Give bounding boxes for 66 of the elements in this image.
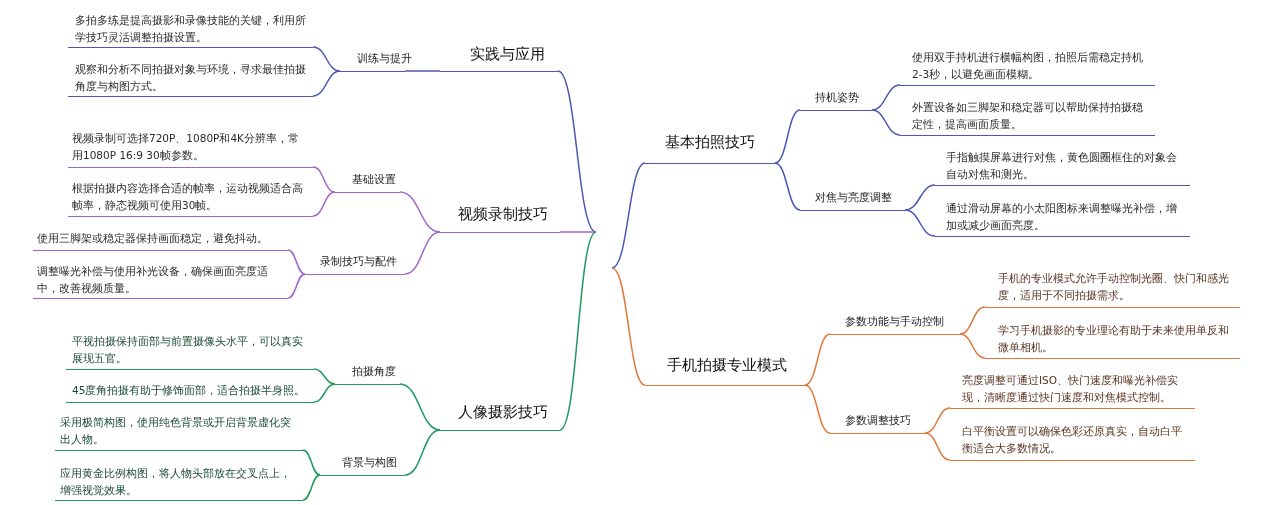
detail-text: 亮度调整可通过ISO、快门速度和曝光补偿实现，清晰度通过快门速度和对焦模式控制。 <box>962 373 1180 405</box>
main-topic-text: 人像摄影技巧 <box>458 402 548 422</box>
branch-line <box>959 306 986 335</box>
branch-line <box>804 333 831 386</box>
branch-line <box>559 231 597 233</box>
detail-text: 使用双手持机进行横幅构图，拍照后需稳定持机2-3秒，以避免画面模糊。 <box>912 50 1144 82</box>
branch-line <box>774 162 801 211</box>
branch-line <box>404 70 441 72</box>
detail-text: 手指触摸屏幕进行对焦，黄色圆圈框住的对象会自动对焦和测光。 <box>946 150 1178 182</box>
branch-line <box>312 191 336 217</box>
subtopic-text: 背景与构图 <box>342 456 397 470</box>
branch-line <box>399 383 441 431</box>
branch-line <box>871 84 901 111</box>
detail-text: 通过滑动屏幕的小太阳图标来调整曝光补偿，增加或减少画面亮度。 <box>946 201 1178 233</box>
branch-line <box>312 46 341 72</box>
detail-text: 根据拍摄内容选择合适的帧率，运动视频适合高帧率，静态视频可使用30帧。 <box>72 181 304 213</box>
detail-text: 平视拍摄保持面部与前置摄像头水平，可以真实展现五官。 <box>72 334 304 366</box>
subtopic-text: 基础设置 <box>352 173 396 187</box>
branch-line <box>313 383 336 403</box>
detail-text: 45度角拍摄有助于修饰面部，适合拍摄半身照。 <box>72 383 307 398</box>
branch-line <box>924 407 951 434</box>
branch-line <box>287 249 306 275</box>
subtopic-node <box>830 312 960 335</box>
branch-line <box>959 333 986 359</box>
branch-line <box>312 70 341 97</box>
branch-line <box>404 429 441 476</box>
subtopic-text: 录制技巧与配件 <box>320 255 397 269</box>
branch-line <box>774 109 801 164</box>
subtopic-text: 对焦与亮度调整 <box>815 191 892 205</box>
main-topic-text: 实践与应用 <box>470 44 545 64</box>
branch-line <box>302 449 321 476</box>
branch-line <box>611 267 646 386</box>
detail-text: 使用三脚架或稳定器保持画面稳定，避免抖动。 <box>37 231 269 246</box>
subtopic-text: 参数功能与手动控制 <box>845 315 944 329</box>
main-topic-text: 手机拍摄专业模式 <box>667 355 787 375</box>
detail-text: 采用极简构图，使用纯色背景或开启背景虚化突出人物。 <box>60 415 292 447</box>
branch-line <box>904 184 936 211</box>
detail-text: 多拍多练是提高摄影和录像技能的关键，利用所学技巧灵活调整拍摄设置。 <box>75 13 307 45</box>
branch-line <box>313 368 336 385</box>
subtopic-text: 持机姿势 <box>815 91 859 105</box>
branch-line <box>557 70 597 233</box>
branch-line <box>399 191 441 233</box>
branch-line <box>804 384 831 434</box>
subtopic-text: 参数调整技巧 <box>845 414 911 428</box>
subtopic-node <box>320 453 405 476</box>
branch-line <box>559 231 597 431</box>
detail-text: 白平衡设置可以确保色彩还原真实，自动白平衡适合大多数情况。 <box>962 424 1183 456</box>
detail-text: 应用黄金比例构图，将人物头部放在交叉点上，增强视觉效果。 <box>60 466 292 498</box>
branch-line <box>404 231 441 275</box>
subtopic-text: 训练与提升 <box>357 52 412 66</box>
branch-line <box>871 109 901 136</box>
branch-line <box>302 474 321 501</box>
detail-text: 调整曝光补偿与使用补光设备，确保画面亮度适中，改善视频质量。 <box>37 264 269 296</box>
main-topic-text: 视频录制技巧 <box>458 204 548 224</box>
branch-line <box>904 209 936 237</box>
branch-line <box>924 432 951 461</box>
detail-text: 视频录制可选择720P、1080P和4K分辨率，常用1080P 16:9 30帧参数。 <box>72 131 300 163</box>
detail-text: 外置设备如三脚架和稳定器可以帮助保持拍摄稳定性，提高画面质量。 <box>912 100 1144 132</box>
branch-line <box>287 273 306 299</box>
detail-text: 手机的专业模式允许手动控制光圈、快门和感光度，适用于不同拍摄需求。 <box>998 271 1230 303</box>
branch-line <box>312 166 336 193</box>
detail-text: 观察和分析不同拍摄对象与环境，寻求最佳拍摄角度与构图方式。 <box>75 62 307 94</box>
detail-text: 学习手机摄影的专业理论有助于未来使用单反和微单相机。 <box>998 323 1230 355</box>
branch-line <box>611 162 646 269</box>
subtopic-text: 拍摄角度 <box>352 365 396 379</box>
main-topic-text: 基本拍照技巧 <box>665 132 755 152</box>
